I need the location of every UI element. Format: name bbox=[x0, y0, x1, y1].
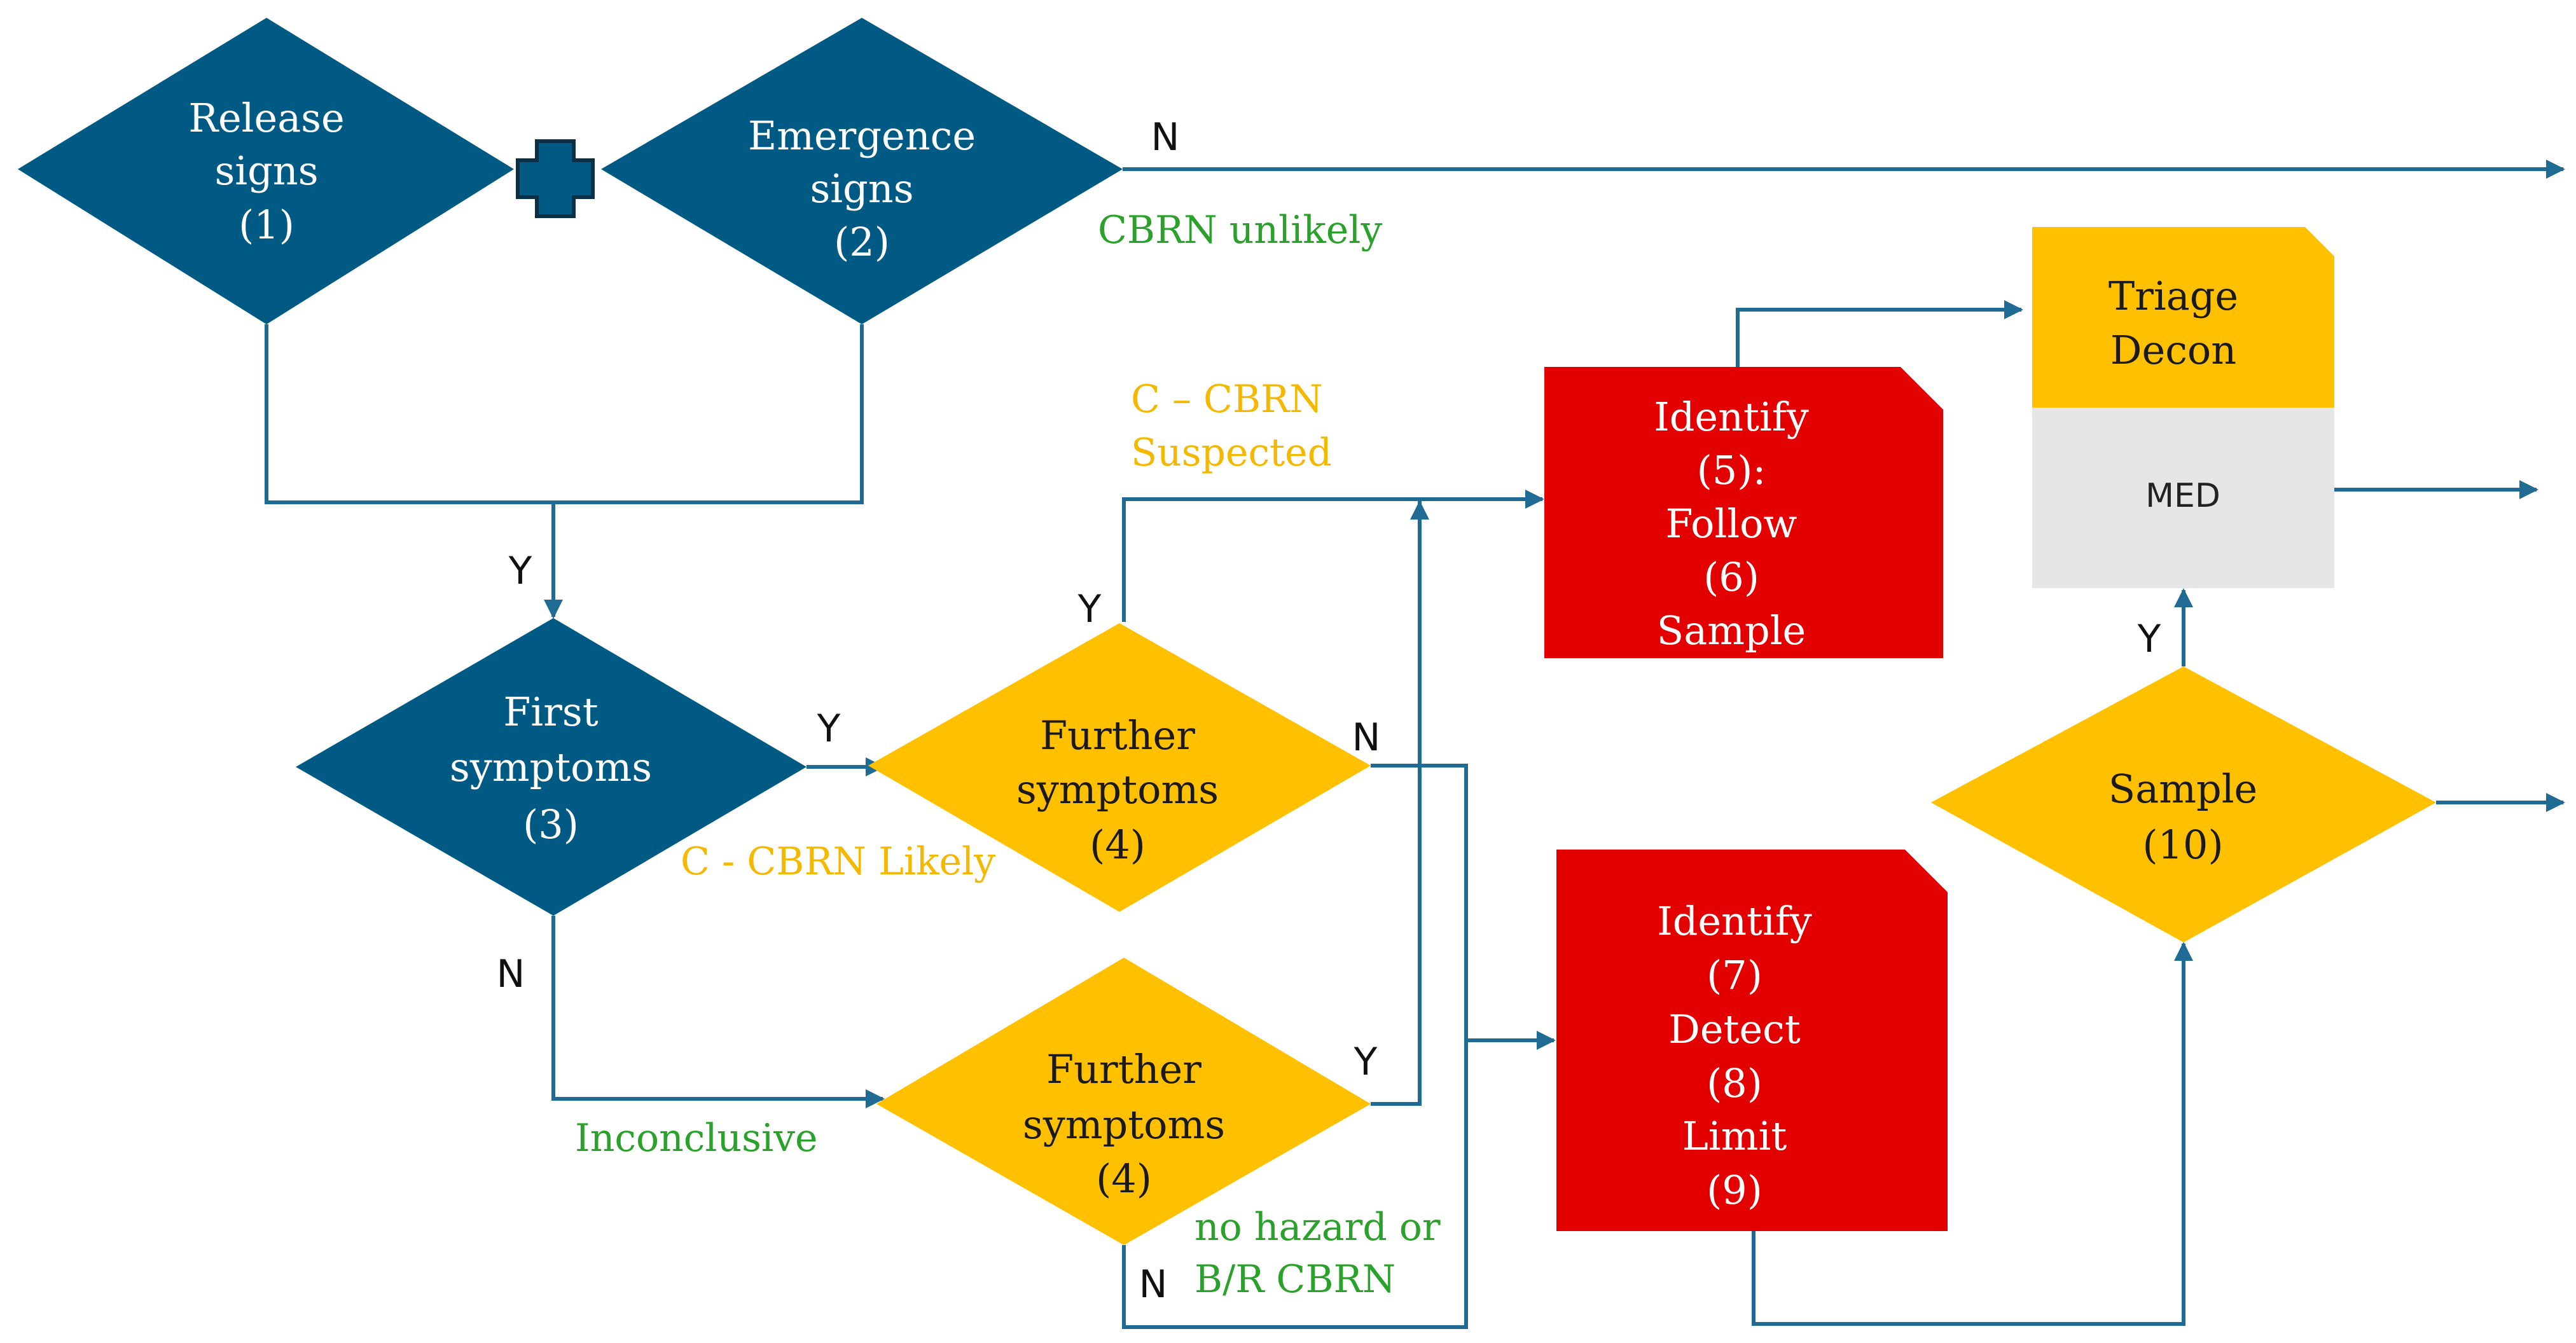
label-no-hazard-1: no hazard or bbox=[1195, 1205, 1441, 1250]
med-label: MED bbox=[2145, 477, 2220, 515]
further-symptoms-bottom-node: Further symptoms (4) bbox=[876, 958, 1371, 1245]
identify-detect-limit-box: Identify (7) Detect (8) Limit (9) bbox=[1556, 850, 1948, 1231]
identify-follow-line5: Sample bbox=[1657, 607, 1806, 654]
identify-follow-sample-box: Identify (5): Follow (6) Sample bbox=[1544, 367, 1943, 658]
label-c-suspected-1: C – CBRN bbox=[1131, 377, 1323, 422]
further-symptoms-bottom-line1: Further bbox=[1046, 1046, 1201, 1092]
first-symptoms-number: (3) bbox=[523, 801, 579, 848]
release-signs-line1: Release bbox=[188, 95, 344, 141]
identify-detect-line1: Identify bbox=[1657, 898, 1812, 944]
release-signs-number: (1) bbox=[239, 202, 294, 248]
label-n-bottom: N bbox=[1139, 1262, 1168, 1307]
further-symptoms-bottom-number: (4) bbox=[1096, 1155, 1152, 1202]
edge-identify-detect-to-sample bbox=[1752, 942, 2193, 1326]
sample-number: (10) bbox=[2142, 822, 2223, 868]
label-y-first: Y bbox=[508, 549, 532, 593]
label-y-further: Y bbox=[817, 706, 841, 751]
identify-follow-line1: Identify bbox=[1654, 394, 1809, 440]
sample-line1: Sample bbox=[2109, 766, 2257, 812]
release-signs-line2: signs bbox=[214, 148, 318, 194]
first-symptoms-line2: symptoms bbox=[450, 744, 652, 790]
further-symptoms-top-node: Further symptoms (4) bbox=[868, 623, 1371, 912]
identify-detect-line2: (7) bbox=[1707, 952, 1762, 998]
release-signs-node: Release signs (1) bbox=[18, 18, 514, 324]
edge-labels: N CBRN unlikely Y Y C - CBRN Likely N In… bbox=[497, 115, 2161, 1307]
emergence-signs-number: (2) bbox=[834, 219, 890, 265]
further-symptoms-top-line2: symptoms bbox=[1016, 766, 1219, 813]
edge-bottom-yes bbox=[1371, 499, 1422, 1106]
identify-follow-line2: (5): bbox=[1697, 447, 1766, 493]
emergence-signs-line1: Emergence bbox=[748, 113, 976, 159]
plus-icon bbox=[516, 139, 595, 218]
edge-signs-merge bbox=[265, 324, 864, 504]
label-n-first: N bbox=[497, 952, 525, 996]
further-symptoms-bottom-line2: symptoms bbox=[1023, 1101, 1225, 1148]
connectors bbox=[265, 160, 2565, 1329]
label-c-likely: C - CBRN Likely bbox=[681, 839, 995, 884]
edge-top-no bbox=[1122, 764, 1468, 1329]
first-symptoms-line1: First bbox=[503, 689, 598, 735]
label-c-suspected-2: Suspected bbox=[1131, 430, 1332, 475]
label-cbrn-unlikely: CBRN unlikely bbox=[1098, 208, 1382, 252]
label-n-emergence: N bbox=[1151, 115, 1180, 160]
label-y-sample: Y bbox=[2137, 617, 2161, 661]
label-y-bottom: Y bbox=[1354, 1040, 1378, 1084]
identify-detect-line6: (9) bbox=[1707, 1167, 1762, 1213]
label-inconclusive: Inconclusive bbox=[575, 1116, 818, 1160]
label-no-hazard-2: B/R CBRN bbox=[1195, 1257, 1395, 1302]
first-symptoms-node: First symptoms (3) bbox=[296, 618, 807, 916]
emergence-signs-line2: signs bbox=[810, 165, 913, 212]
edge-first-no bbox=[551, 916, 885, 1108]
further-symptoms-top-line1: Further bbox=[1040, 712, 1195, 759]
emergence-signs-node: Emergence signs (2) bbox=[601, 18, 1123, 324]
decon-line: Decon bbox=[2110, 327, 2236, 373]
triage-line: Triage bbox=[2109, 273, 2238, 319]
further-symptoms-top-number: (4) bbox=[1090, 822, 1146, 868]
identify-follow-line3: Follow bbox=[1665, 500, 1797, 547]
sample-node: Sample (10) bbox=[1931, 666, 2436, 942]
edge-identify-follow-to-triage bbox=[1736, 300, 2023, 368]
identify-detect-line5: Limit bbox=[1682, 1113, 1787, 1159]
triage-decon-med-box: Triage Decon MED bbox=[2032, 227, 2334, 588]
label-y-top: Y bbox=[1077, 587, 1102, 631]
label-n-top: N bbox=[1352, 715, 1381, 760]
edge-top-yes bbox=[1122, 490, 1544, 622]
identify-follow-line4: (6) bbox=[1703, 554, 1759, 600]
identify-detect-line3: Detect bbox=[1668, 1006, 1801, 1052]
identify-detect-line4: (8) bbox=[1707, 1060, 1762, 1106]
